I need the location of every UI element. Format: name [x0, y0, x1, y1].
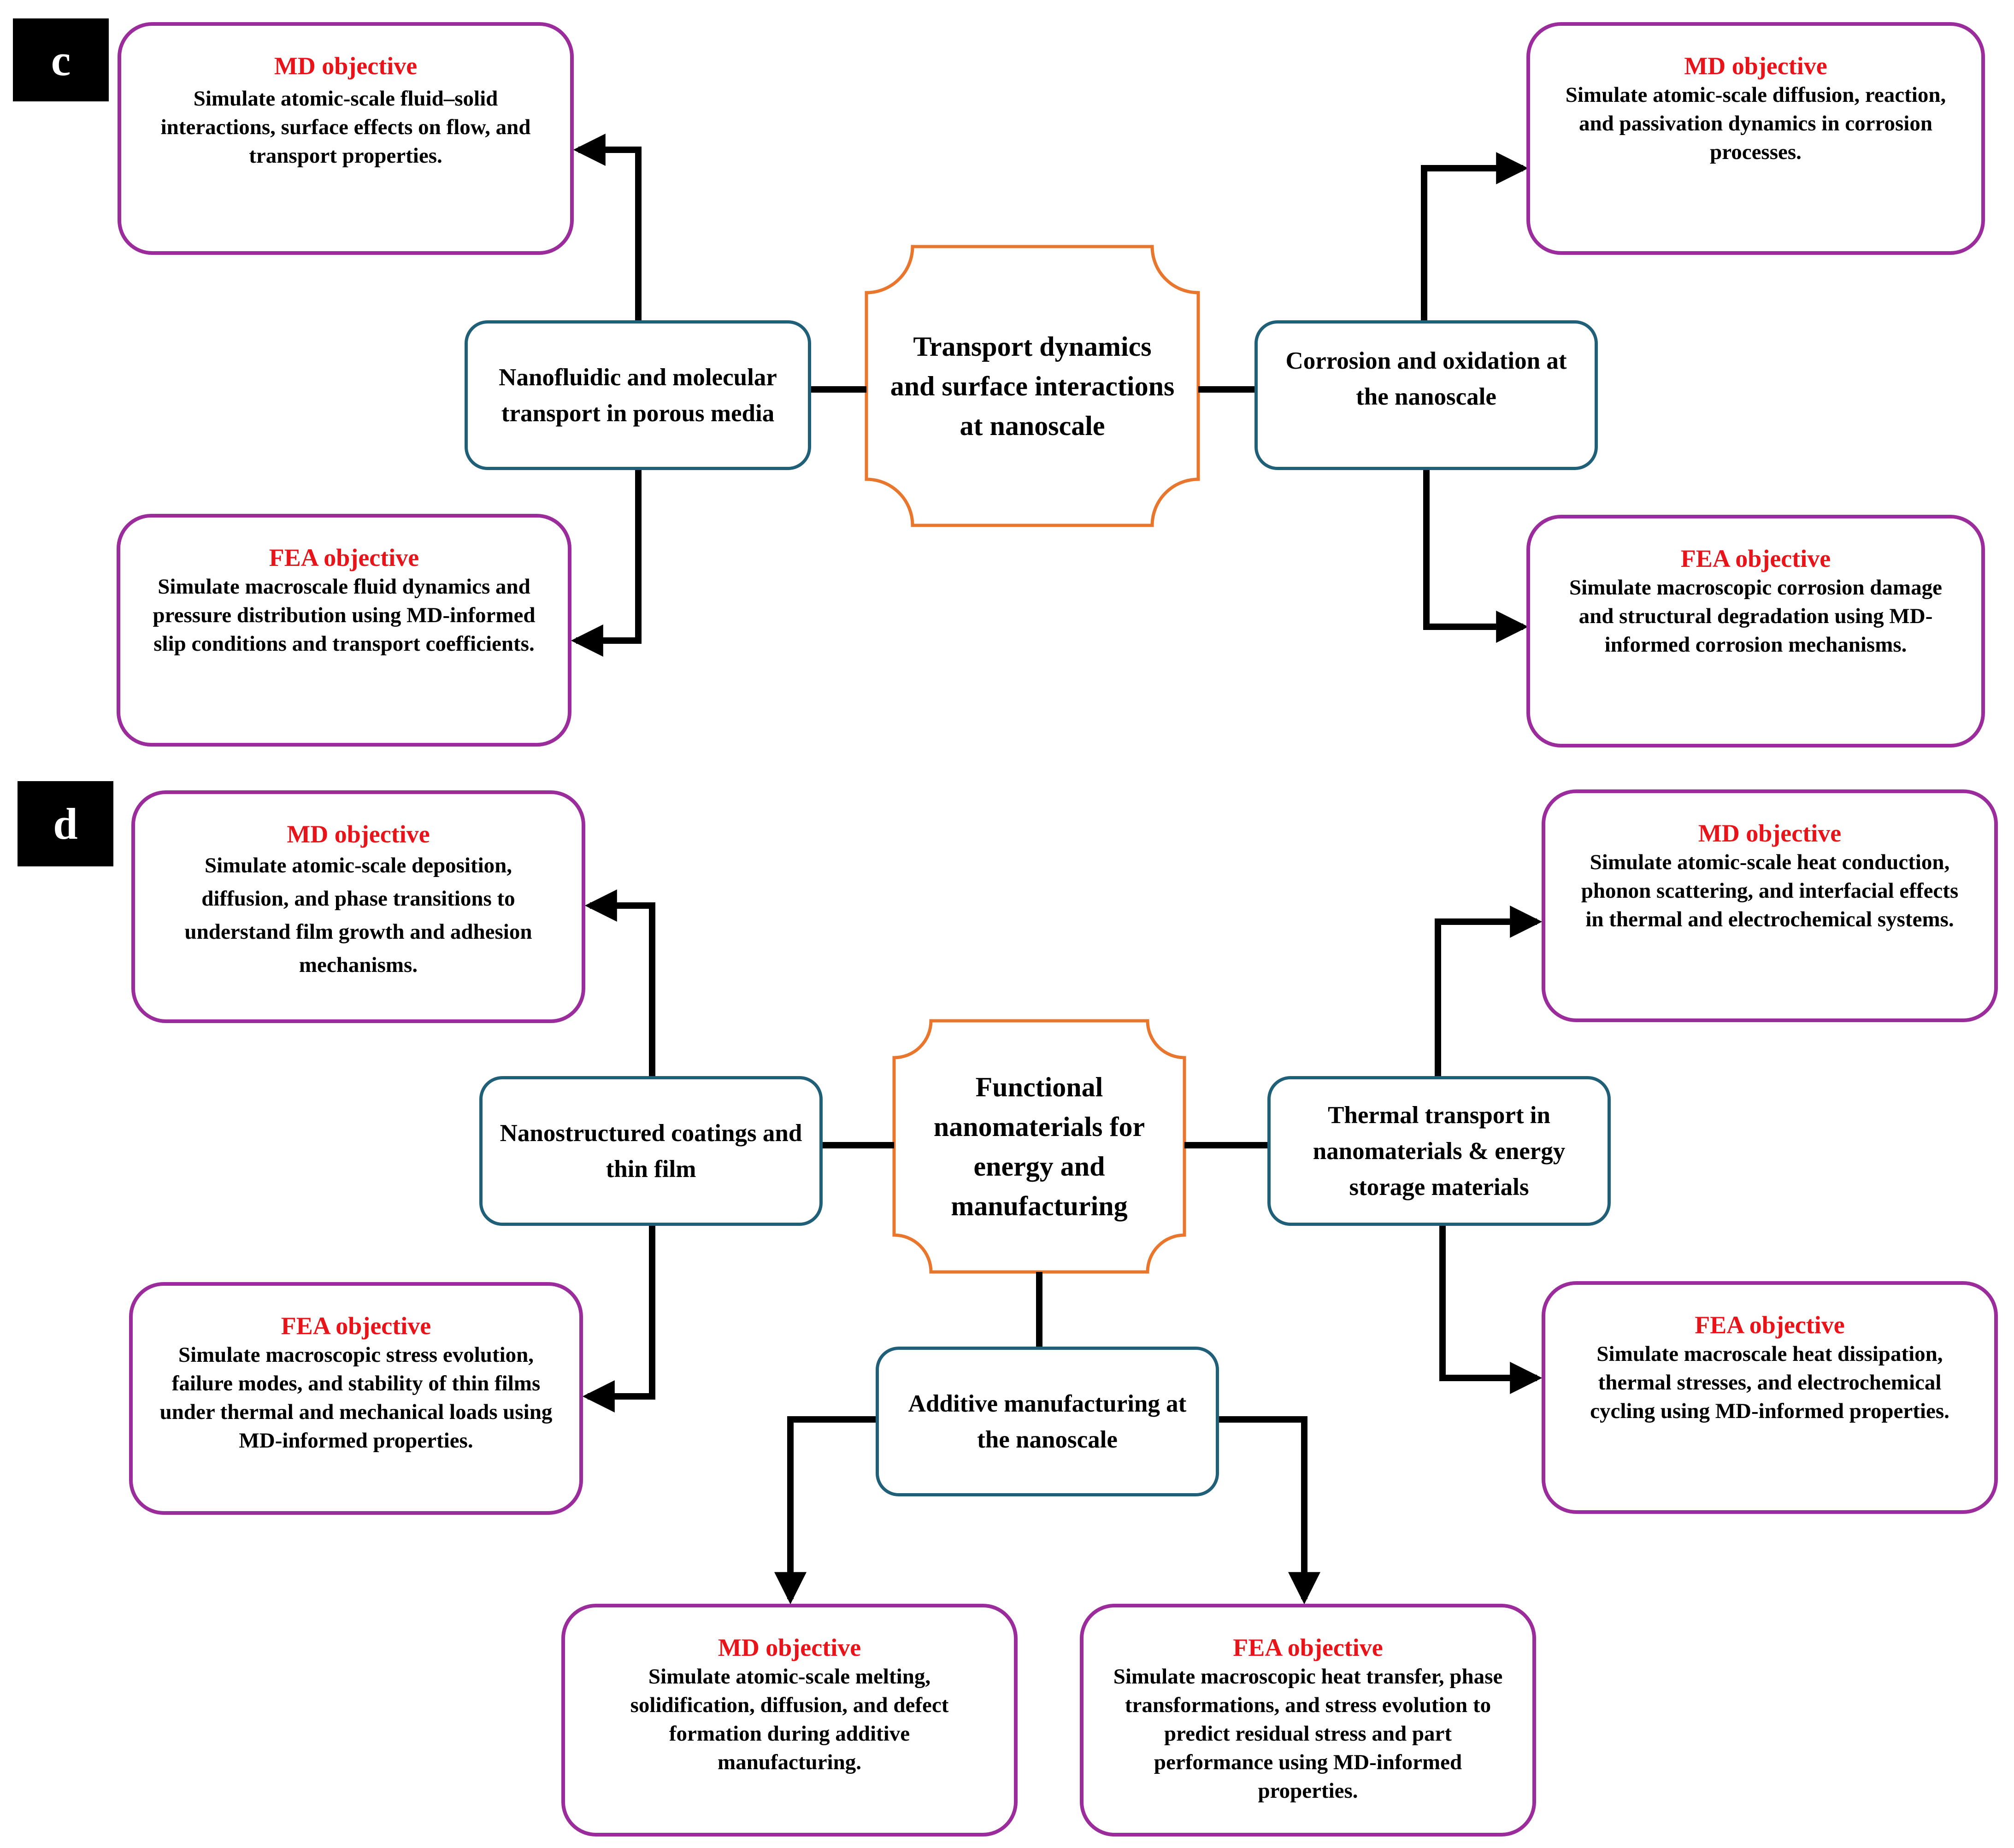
central-frame-c — [865, 245, 1200, 527]
topic-nanofluidic: Nanofluidic and molecular transport in p… — [465, 320, 811, 470]
arrow-d-add-fea — [1217, 1416, 1320, 1605]
objective-text: Simulate macroscale heat dissipation, th… — [1590, 1342, 1949, 1423]
panel-label-c: c — [13, 18, 109, 101]
objective-title: MD objective — [274, 52, 418, 80]
objective-title: MD objective — [718, 1634, 861, 1661]
central-topic-c: Transport dynamics and surface interacti… — [890, 331, 1175, 441]
topic-corrosion: Corrosion and oxidation at the nanoscale — [1254, 320, 1598, 470]
md-objective-coatings: MD objective Simulate atomic-scale depos… — [131, 790, 585, 1023]
md-objective-corrosion: MD objective Simulate atomic-scale diffu… — [1526, 22, 1985, 255]
arrow-c-corr-md — [1421, 152, 1529, 323]
objective-text: Simulate macroscopic stress evolution, f… — [159, 1343, 553, 1453]
objective-title: MD objective — [287, 820, 430, 848]
objective-text: Simulate atomic-scale heat conduction, p… — [1581, 850, 1959, 931]
objective-text: Simulate macroscale fluid dynamics and p… — [153, 575, 536, 656]
arrow-d-therm-fea — [1439, 1224, 1543, 1394]
objective-text: Simulate atomic-scale fluid–solid intera… — [160, 87, 531, 168]
arrow-d-therm-md — [1435, 906, 1543, 1076]
fea-objective-nanofluidic: FEA objective Simulate macroscale fluid … — [117, 514, 571, 747]
objective-title: FEA objective — [269, 544, 419, 571]
fea-objective-thermal: FEA objective Simulate macroscale heat d… — [1542, 1281, 1998, 1514]
objective-title: FEA objective — [281, 1312, 431, 1340]
objective-title: MD objective — [1684, 52, 1827, 80]
objective-text: Simulate atomic-scale deposition, diffus… — [184, 853, 532, 977]
objective-text: Simulate atomic-scale melting, solidific… — [630, 1665, 949, 1774]
fea-objective-coatings: FEA objective Simulate macroscopic stres… — [129, 1282, 583, 1515]
panel-label-d: d — [18, 781, 113, 866]
central-topic-d: Functional nanomaterials for energy and … — [933, 1071, 1145, 1221]
arrow-c-corr-fea — [1423, 468, 1529, 643]
arrow-c-nano-fea — [571, 468, 642, 657]
objective-title: MD objective — [1698, 819, 1842, 847]
central-frame-d — [892, 1019, 1186, 1274]
objective-title: FEA objective — [1233, 1634, 1383, 1661]
topic-thermal: Thermal transport in nanomaterials & ene… — [1267, 1076, 1611, 1226]
topic-additive: Additive manufacturing at the nanoscale — [876, 1347, 1219, 1496]
objective-title: FEA objective — [1680, 545, 1831, 572]
objective-text: Simulate macroscopic corrosion damage an… — [1569, 576, 1942, 657]
objective-text: Simulate atomic-scale diffusion, reactio… — [1565, 83, 1946, 164]
md-objective-additive: MD objective Simulate atomic-scale melti… — [561, 1604, 1018, 1836]
md-objective-thermal: MD objective Simulate atomic-scale heat … — [1542, 789, 1998, 1022]
topic-coatings: Nanostructured coatings and thin film — [479, 1076, 823, 1226]
arrow-d-coat-fea — [582, 1224, 655, 1412]
objective-title: FEA objective — [1695, 1311, 1845, 1339]
arrow-d-coat-md — [584, 889, 655, 1076]
arrow-d-add-md — [774, 1416, 876, 1605]
objective-text: Simulate macroscopic heat transfer, phas… — [1113, 1665, 1503, 1803]
fea-objective-corrosion: FEA objective Simulate macroscopic corro… — [1526, 515, 1985, 747]
fea-objective-additive: FEA objective Simulate macroscopic heat … — [1080, 1604, 1536, 1836]
md-objective-nanofluidic: MD objective Simulate atomic-scale fluid… — [118, 22, 574, 255]
arrow-c-nano-md — [573, 134, 642, 323]
